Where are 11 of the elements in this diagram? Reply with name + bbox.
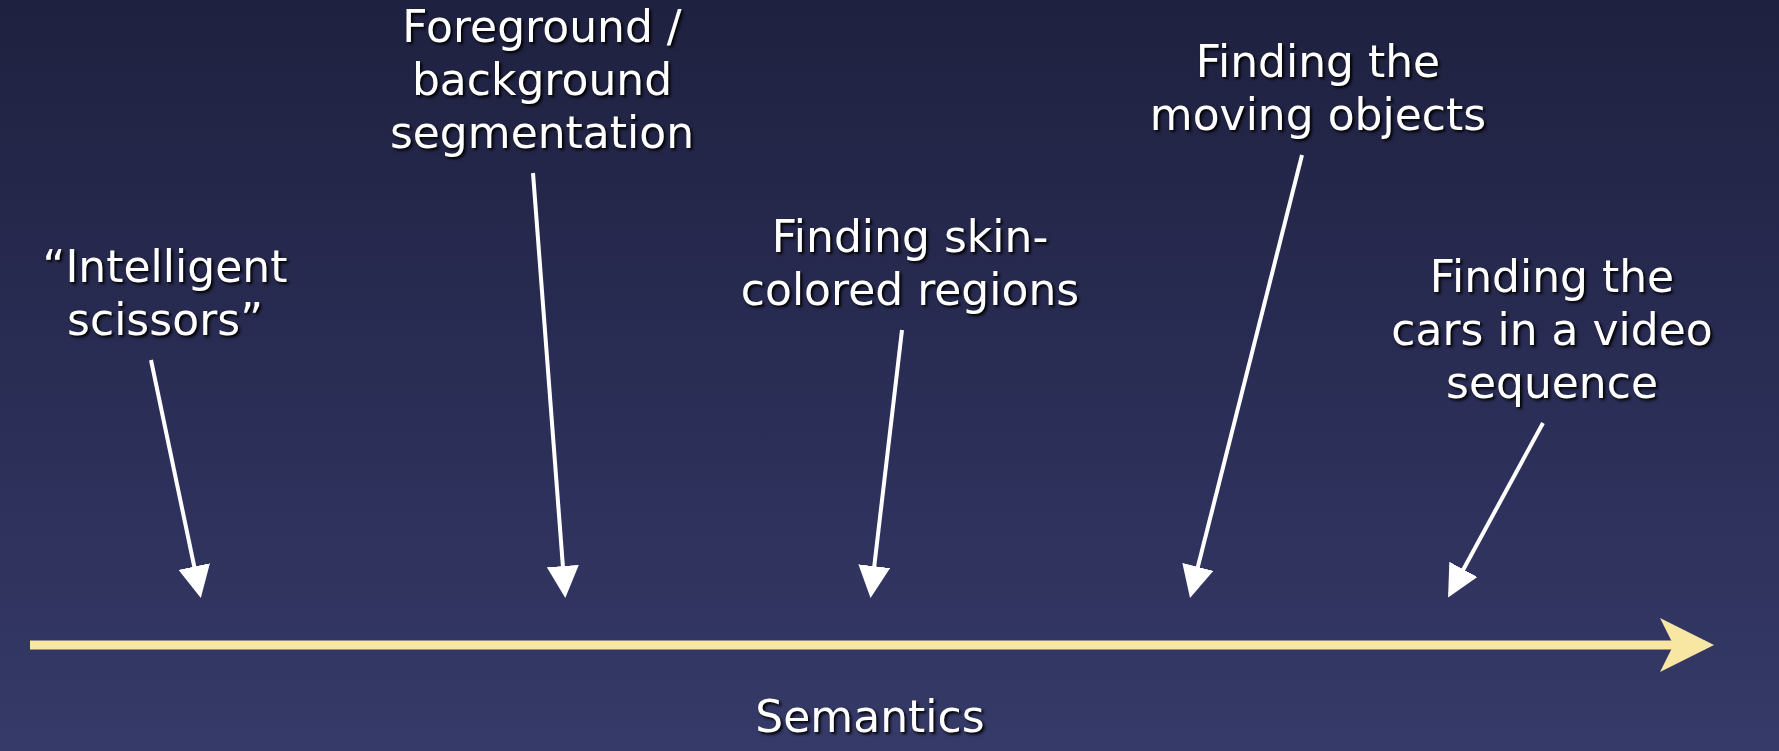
annotation-text: Finding the moving objects [1108,35,1528,141]
annotation-text: “Intelligent scissors” [15,240,315,346]
leader-arrow [1448,422,1545,598]
axis-label: Semantics [755,690,985,743]
annotation-text: Finding the cars in a video sequence [1377,250,1727,409]
leader-arrow [149,359,210,598]
annotation-text: Finding skin-colored regions [735,210,1085,316]
annotation-text: Foreground / background segmentation [357,0,727,159]
leader-arrow [1182,154,1304,598]
leader-arrow [858,329,904,598]
leader-arrow [531,172,579,598]
